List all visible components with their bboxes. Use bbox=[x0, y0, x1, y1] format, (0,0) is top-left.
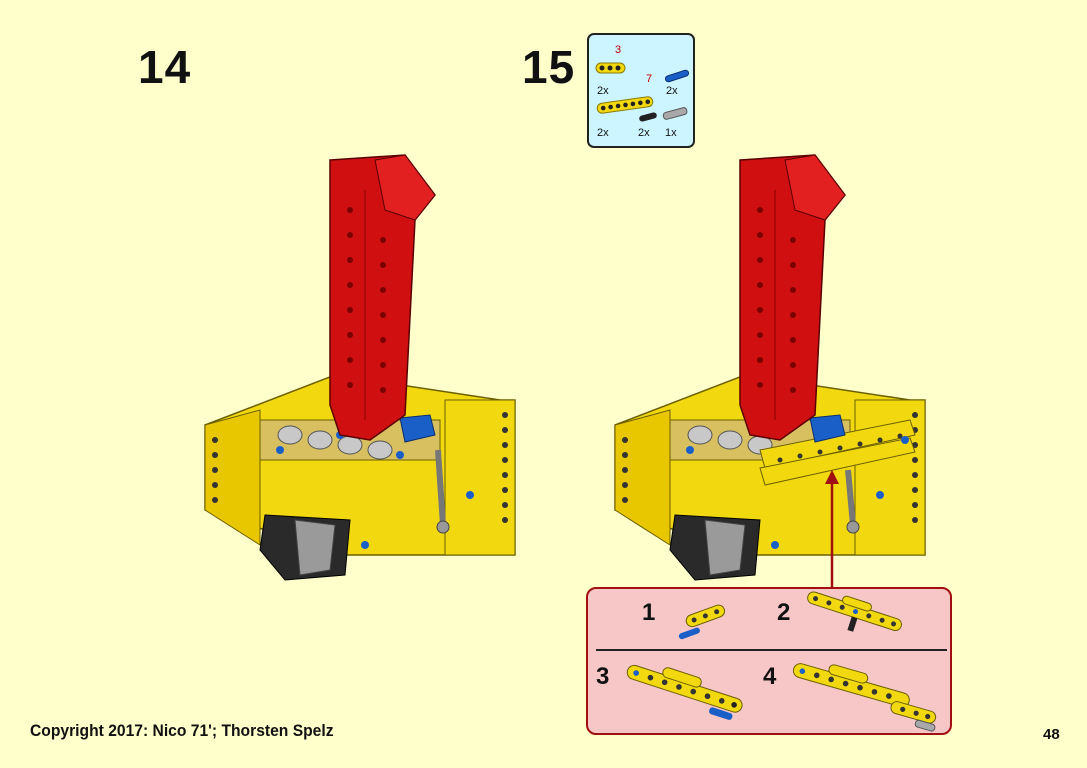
blue-pin-quantity: 2x bbox=[666, 85, 678, 97]
callout-arrow-icon bbox=[825, 470, 839, 588]
black-pin-quantity: 2x bbox=[638, 127, 650, 139]
beam-3-length-label: 3 bbox=[615, 44, 622, 56]
page-number: 48 bbox=[1043, 726, 1060, 743]
substep-1-illustration bbox=[678, 604, 726, 640]
substep-4-illustration bbox=[792, 663, 937, 732]
copyright-text: Copyright 2017: Nico 71'; Thorsten Spelz bbox=[30, 721, 334, 740]
step-number-14: 14 bbox=[138, 41, 192, 93]
parts-list-box: 3 2x 7 2x 2x 2x 1x bbox=[587, 33, 695, 148]
beam-7-quantity: 2x bbox=[597, 127, 609, 139]
beam-3-icon bbox=[595, 62, 626, 74]
beam-3-quantity: 2x bbox=[597, 85, 609, 97]
substep-2-number: 2 bbox=[777, 599, 791, 626]
substep-3-number: 3 bbox=[596, 663, 610, 690]
substep-2-illustration bbox=[807, 591, 902, 632]
black-pin-icon bbox=[639, 112, 657, 122]
substeps-callout: 1 2 3 4 bbox=[586, 587, 952, 735]
beam-7-length-label: 7 bbox=[646, 73, 653, 85]
substep-3-illustration bbox=[626, 664, 743, 720]
gray-pin-quantity: 1x bbox=[665, 127, 677, 139]
step-number-15: 15 bbox=[522, 41, 576, 93]
blue-pin-icon bbox=[664, 69, 690, 83]
model-step-14-illustration bbox=[204, 154, 516, 581]
gray-pin-icon bbox=[662, 107, 688, 120]
callout-divider bbox=[596, 649, 947, 651]
substep-4-number: 4 bbox=[763, 663, 777, 690]
model-step-15-illustration bbox=[614, 154, 926, 581]
substep-1-number: 1 bbox=[642, 599, 656, 626]
beam-7-icon bbox=[596, 96, 654, 114]
